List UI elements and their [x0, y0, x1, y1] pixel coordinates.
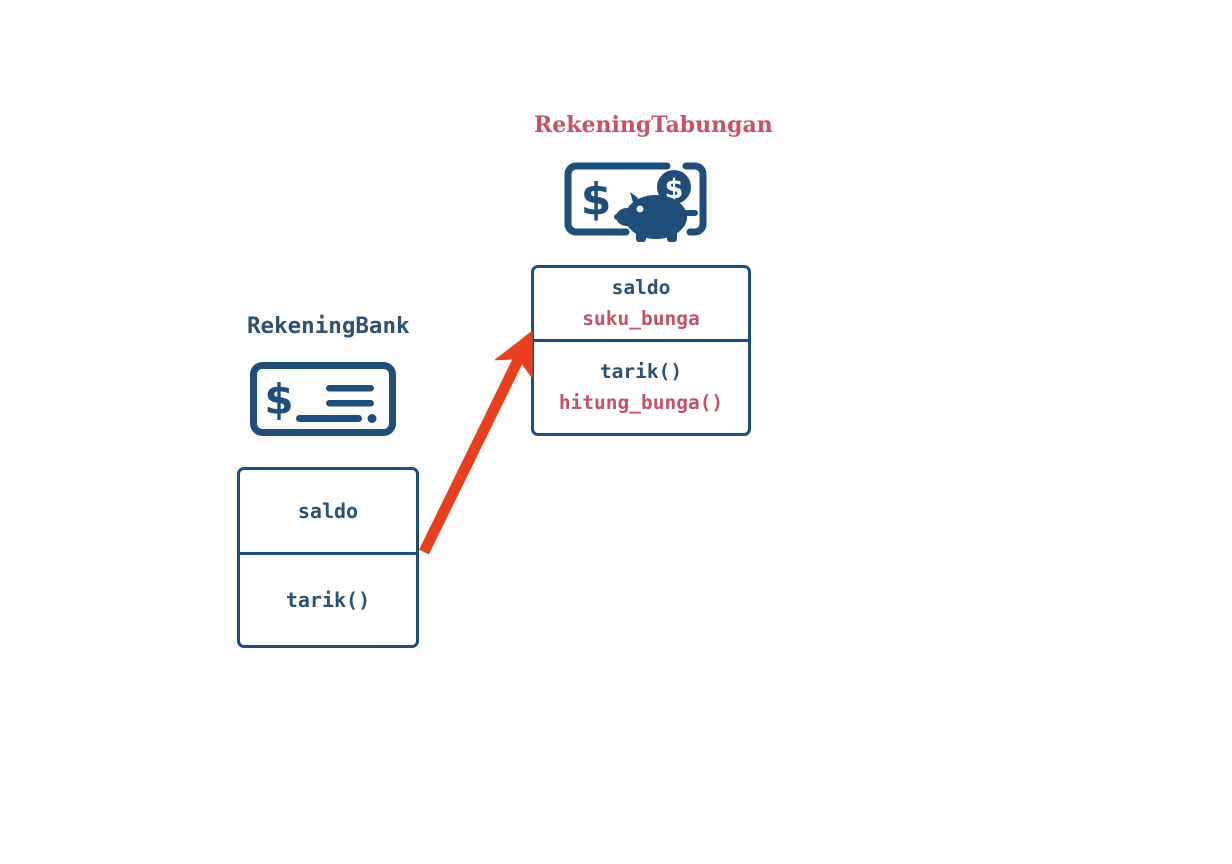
operation-hitung-bunga: hitung_bunga()	[558, 390, 724, 414]
class-box-rekeningtabungan[interactable]: saldo suku_bunga tarik() hitung_bunga()	[531, 265, 751, 436]
operations-compartment-rekeningbank: tarik()	[240, 555, 416, 645]
class-title-rekeningtabungan: RekeningTabungan	[534, 112, 773, 138]
class-title-rekeningbank: RekeningBank	[247, 313, 410, 339]
piggy-bank-savings-icon: $ $	[564, 160, 710, 244]
operation-tarik: tarik()	[285, 587, 371, 612]
operation-tarik: tarik()	[599, 360, 683, 384]
attributes-compartment-rekeningbank: saldo	[240, 470, 416, 555]
bank-check-icon: $	[250, 362, 396, 436]
svg-text:$: $	[581, 174, 612, 225]
operations-compartment-rekeningtabungan: tarik() hitung_bunga()	[534, 342, 748, 433]
svg-text:$: $	[264, 375, 293, 424]
attribute-suku-bunga: suku_bunga	[582, 306, 700, 330]
class-box-rekeningbank[interactable]: saldo tarik()	[237, 467, 419, 648]
attribute-saldo: saldo	[297, 498, 359, 523]
attribute-saldo: saldo	[611, 276, 671, 300]
attributes-compartment-rekeningtabungan: saldo suku_bunga	[534, 268, 748, 342]
